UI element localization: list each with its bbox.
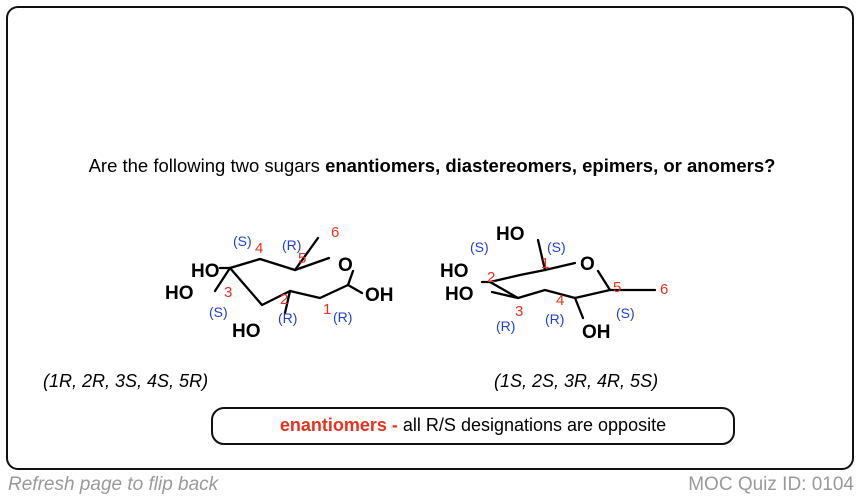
right-c2-hydroxyl-label: HO xyxy=(440,261,469,282)
left-c1-hydroxyl-label: OH xyxy=(365,285,394,306)
left-c2-oh-bond xyxy=(283,289,292,315)
left-c2-descriptor: (R) xyxy=(278,310,297,326)
answer-term: enantiomers - xyxy=(279,415,398,435)
right-carbon-5-number: 5 xyxy=(613,279,621,296)
left-ring-oxygen-label: O xyxy=(338,255,353,276)
left-c1-oh-bond xyxy=(346,283,364,295)
left-configuration: (1R, 2R, 3S, 4S, 5R) xyxy=(43,371,209,391)
left-c5-descriptor: (R) xyxy=(282,237,301,253)
answer-box: enantiomers - all R/S designations are o… xyxy=(211,407,735,445)
right-configuration: (1S, 2S, 3R, 4R, 5S) xyxy=(494,371,659,391)
left-c4-hydroxyl-label: HO xyxy=(191,261,220,282)
right-carbon-4-number: 4 xyxy=(556,292,564,309)
right-c1-oh-bond xyxy=(536,238,547,272)
question-lead: Are the following two sugars xyxy=(88,155,326,176)
left-ring-bottom-bonds xyxy=(228,266,355,307)
left-carbon-3-number: 3 xyxy=(224,284,232,301)
left-c1-descriptor: (R) xyxy=(333,309,352,325)
right-c4-oh-bond xyxy=(573,296,585,320)
left-carbon-1-number: 1 xyxy=(323,301,331,318)
right-carbon-3-number: 3 xyxy=(515,303,523,320)
right-c2-descriptor: (S) xyxy=(470,239,489,255)
left-carbon-6-number: 6 xyxy=(331,224,339,241)
left-c3-hydroxyl-label: HO xyxy=(165,283,194,304)
answer-explanation: all R/S designations are opposite xyxy=(397,415,667,435)
quiz-card xyxy=(6,6,854,470)
question-text: Are the following two sugars enantiomers… xyxy=(0,155,864,177)
right-c5-descriptor: (S) xyxy=(616,305,635,321)
right-c3-oh-bond xyxy=(490,290,520,300)
right-ring-oxygen-label: O xyxy=(580,254,595,275)
left-carbon-4-number: 4 xyxy=(255,240,263,257)
right-carbon-1-number: 1 xyxy=(541,255,549,272)
left-carbon-5-number: 5 xyxy=(298,250,306,267)
left-c3-oh-bond xyxy=(213,266,232,293)
left-c5-c6-bond xyxy=(293,236,320,272)
right-c4-descriptor: (R) xyxy=(545,311,564,327)
left-c4-descriptor: (S) xyxy=(233,233,252,249)
question-options: enantiomers, diastereomers, epimers, or … xyxy=(325,155,776,176)
left-c3-descriptor: (S) xyxy=(209,304,228,320)
right-ring-bottom-bonds xyxy=(488,269,612,300)
quiz-id: MOC Quiz ID: 0104 xyxy=(688,474,854,495)
right-carbon-2-number: 2 xyxy=(487,269,495,286)
right-carbon-6-number: 6 xyxy=(660,281,668,298)
right-c3-descriptor: (R) xyxy=(496,318,515,334)
left-c2-hydroxyl-label: HO xyxy=(232,321,261,342)
right-c3-hydroxyl-label: HO xyxy=(445,284,474,305)
right-c1-descriptor: (S) xyxy=(547,239,566,255)
right-c4-hydroxyl-label: OH xyxy=(582,322,611,343)
flip-back-hint: Refresh page to flip back xyxy=(8,474,219,495)
left-ring-top-bonds xyxy=(228,256,331,272)
left-carbon-2-number: 2 xyxy=(280,291,288,308)
right-c1-hydroxyl-label: HO xyxy=(496,224,525,245)
